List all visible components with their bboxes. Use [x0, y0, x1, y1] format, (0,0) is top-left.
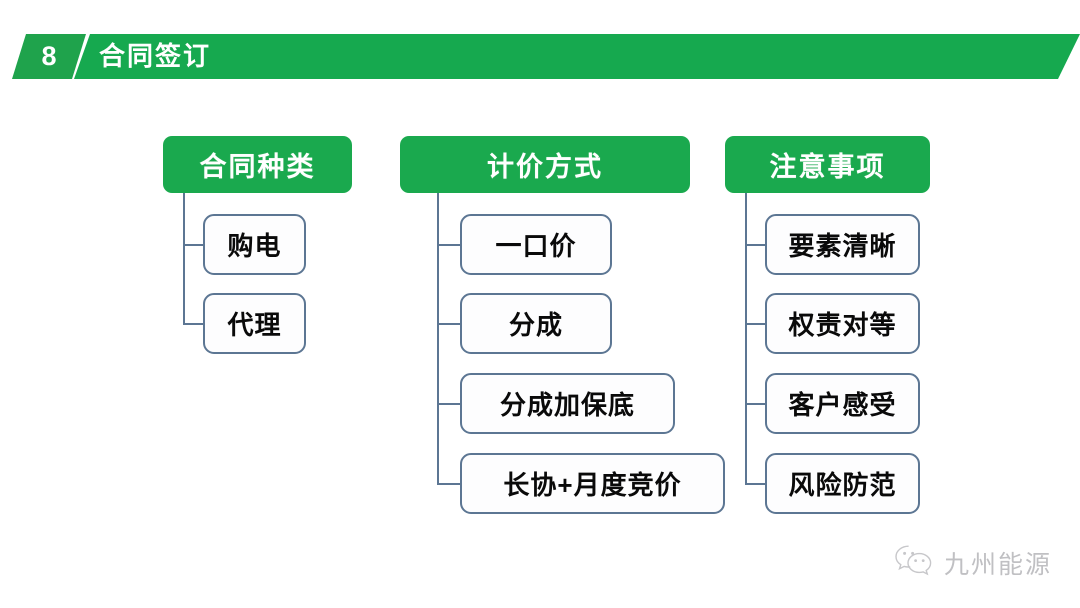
header-number: 8 — [41, 41, 57, 71]
connector-stub-col2-item4 — [437, 483, 462, 485]
leaf-col3-item2[interactable]: 权责对等 — [765, 293, 920, 354]
connector-trunk-col1 — [183, 193, 185, 325]
connector-stub-col1-item1 — [183, 244, 205, 246]
column-header-contract-types[interactable]: 合同种类 — [163, 136, 352, 193]
watermark: 九州能源 — [893, 543, 1052, 582]
leaf-col3-item1[interactable]: 要素清晰 — [765, 214, 920, 275]
connector-trunk-col2 — [437, 193, 439, 484]
header-number-shape — [12, 34, 86, 79]
connector-stub-col3-item1 — [745, 244, 767, 246]
watermark-label: 九州能源 — [944, 550, 1053, 579]
leaf-col1-item2[interactable]: 代理 — [203, 293, 306, 354]
connector-stub-col3-item2 — [745, 323, 767, 325]
column-header-pricing-method[interactable]: 计价方式 — [400, 136, 690, 193]
connector-stub-col2-item3 — [437, 403, 462, 405]
connector-stub-col2-item1 — [437, 244, 462, 246]
column-header-precautions[interactable]: 注意事项 — [725, 136, 930, 193]
connector-stub-col3-item4 — [745, 483, 767, 485]
leaf-col3-item4[interactable]: 风险防范 — [765, 453, 920, 514]
connector-trunk-col3 — [745, 193, 747, 484]
page-title: 合同签订 — [99, 41, 212, 71]
connector-stub-col1-item2 — [183, 323, 205, 325]
leaf-col2-item3[interactable]: 分成加保底 — [460, 373, 675, 434]
leaf-col2-item2[interactable]: 分成 — [460, 293, 612, 354]
connector-stub-col2-item2 — [437, 323, 462, 325]
wechat-icon — [893, 543, 935, 582]
page-header-banner: 8 合同签订 — [0, 34, 1080, 79]
leaf-col2-item1[interactable]: 一口价 — [460, 214, 612, 275]
leaf-col2-item4[interactable]: 长协+月度竞价 — [460, 453, 725, 514]
connector-stub-col3-item3 — [745, 403, 767, 405]
header-title-shape — [74, 34, 1080, 79]
leaf-col1-item1[interactable]: 购电 — [203, 214, 306, 275]
leaf-col3-item3[interactable]: 客户感受 — [765, 373, 920, 434]
